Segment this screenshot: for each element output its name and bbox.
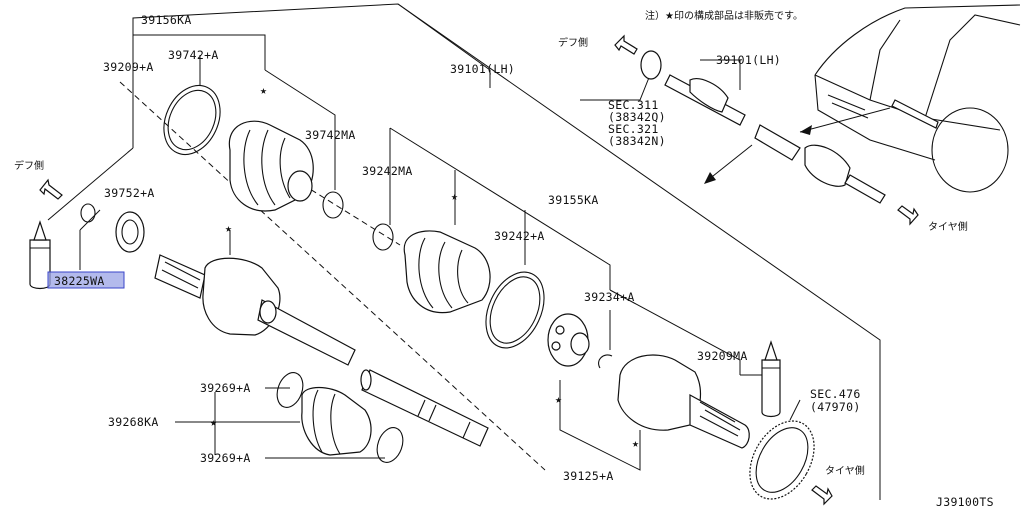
frame-diagonal [47,147,134,221]
star-marker: ★ [451,189,458,203]
direction-tire-top: タイヤ側 [928,220,968,233]
part-38225WA-highlight[interactable] [47,271,125,289]
outer-boot [228,120,314,212]
guide-dashed-lower [119,81,546,471]
star-marker: ★ [632,436,639,450]
direction-diff-left: デフ側 [14,159,44,172]
part-label[interactable]: 39242MA [362,164,413,178]
section-sublabel: (38342N) [608,134,666,148]
section-label[interactable]: SEC.311 [608,98,659,112]
assembly-frame [132,3,881,500]
inner-boot [403,230,491,314]
center-boot [276,372,404,463]
arrow-diff-top-icon [614,34,638,55]
ball-cage-39234A [547,313,590,367]
star-marker: ★ [555,392,562,406]
star-marker: ★ [260,83,267,97]
outer-joint-shaft [154,254,356,366]
clamp-ring-39742A [163,85,221,155]
part-label[interactable]: 39234+A [584,290,635,304]
guide-dashed-upper [259,157,401,246]
arrow-diff-left-icon [39,178,63,200]
direction-arrows [39,34,919,506]
part-label[interactable]: 39101(LH) [716,53,781,67]
diagram-code: J39100TS [936,495,994,509]
inner-joint-housing [617,354,750,449]
inset-vehicle [814,4,1021,193]
direction-diff-top: デフ側 [558,36,588,49]
part-label[interactable]: 39101(LH) [450,62,515,76]
clamp-39242A [485,271,545,349]
inset-driveshaft [640,50,891,204]
grease-tube-right [761,340,781,418]
part-label[interactable]: 39242+A [494,229,545,243]
snap-ring [598,354,613,369]
arrow-tire-top-icon [897,205,919,226]
part-label[interactable]: 39125+A [563,469,614,483]
part-label[interactable]: 39268KA [108,415,159,429]
part-label[interactable]: 39156KA [141,13,192,27]
note-text: 注）★印の構成部品は非販売です。 [645,9,803,22]
part-label[interactable]: 39752+A [104,186,155,200]
part-label[interactable]: 39209MA [697,349,748,363]
star-marker: ★ [225,221,232,235]
intermediate-shaft [360,369,489,447]
seal-ring [80,203,96,223]
clamp-39242MA [372,223,394,251]
part-label[interactable]: 39269+A [200,381,251,395]
section-sublabel: (38342Q) [608,110,666,124]
part-label[interactable]: 39742MA [305,128,356,142]
section-sublabel: (47970) [810,400,861,414]
direction-tire-bottom: タイヤ側 [825,464,865,477]
grease-tube-left [29,220,51,290]
star-marker: ★ [210,415,217,429]
arrow-tire-bottom-icon [811,485,833,506]
part-label[interactable]: 39209+A [103,60,154,74]
leader-lines [79,3,801,471]
star-markers: ★ ★ ★ ★ ★ ★ [210,83,639,450]
bearing-39752A [115,211,145,253]
section-label[interactable]: SEC.321 [608,122,659,136]
part-label[interactable]: 39155KA [548,193,599,207]
part-label[interactable]: 39269+A [200,451,251,465]
abs-tone-ring [749,420,815,500]
part-label-highlighted[interactable]: 38225WA [54,274,105,288]
clamp-39742MA [322,191,344,219]
section-label[interactable]: SEC.476 [810,387,861,401]
part-label[interactable]: 39742+A [168,48,219,62]
